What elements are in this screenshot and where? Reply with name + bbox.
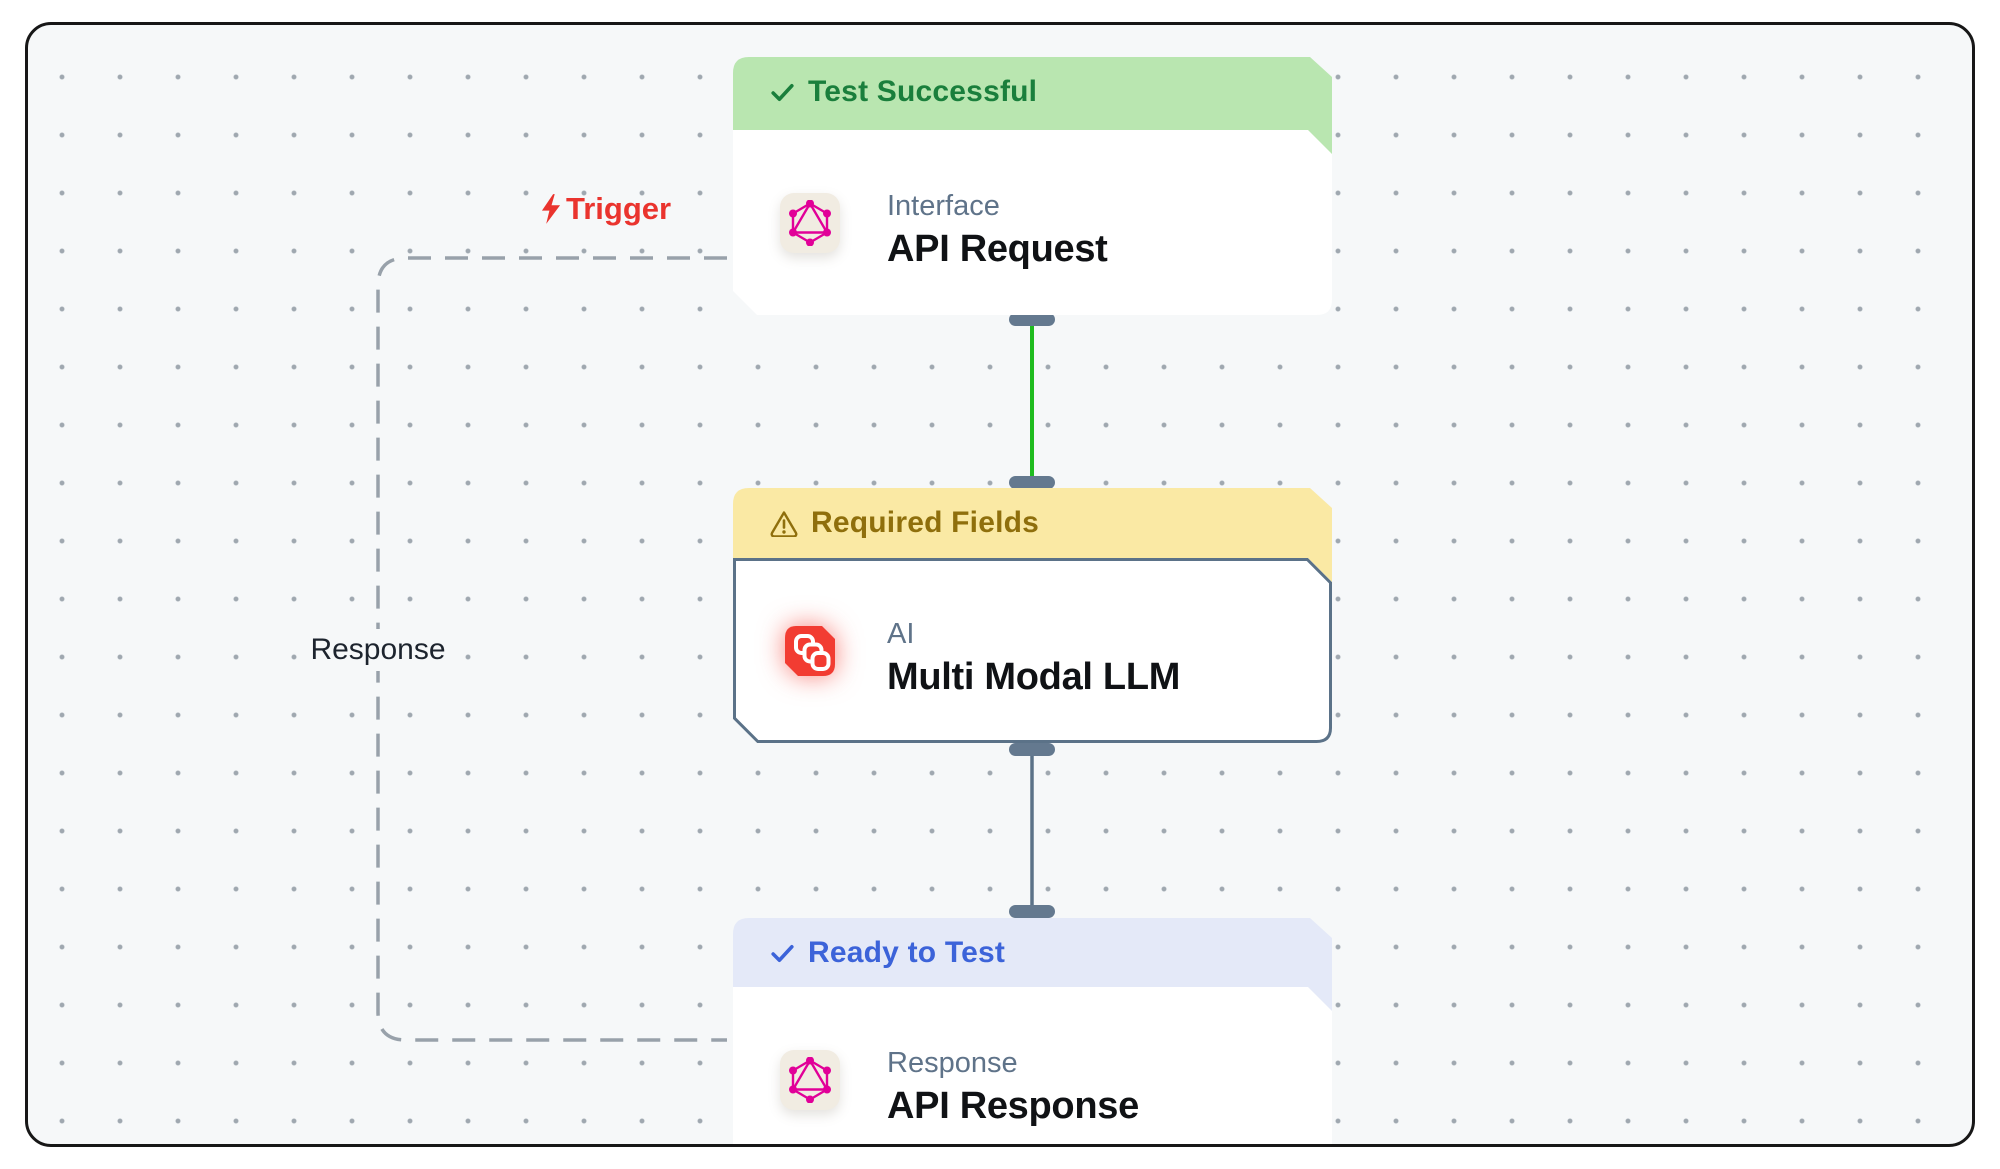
node-title: Multi Modal LLM [887,656,1181,699]
response-edge-label: Response [300,629,456,671]
node-api-request[interactable]: Test Successful [733,57,1332,315]
chain-link-icon [780,621,840,681]
status-banner-label: Ready to Test [808,936,1006,969]
trigger-edge-label: Trigger [537,191,671,227]
node-category: Response [887,1046,1018,1079]
node-card-multi-modal-llm[interactable]: AI Multi Modal LLM [733,558,1332,743]
node-category: AI [887,617,915,650]
flow-canvas[interactable]: Trigger Response Test Successful [25,22,1975,1147]
node-category: Interface [887,189,1000,222]
status-banner-label: Test Successful [808,75,1038,108]
response-feedback-edge [376,256,727,1042]
check-icon [769,79,796,106]
node-title: API Request [887,228,1108,271]
input-handle-api-response[interactable] [1009,905,1055,918]
graphql-icon [780,193,840,253]
warning-icon [769,509,799,537]
trigger-label-text: Trigger [566,191,672,226]
output-handle-multi-modal-llm[interactable] [1009,743,1055,756]
node-api-response[interactable]: Ready to Test [733,918,1332,1147]
node-card-api-response[interactable]: Response API Response [733,987,1332,1147]
node-card-api-request[interactable]: Interface API Request [733,130,1332,315]
output-handle-api-request[interactable] [1009,313,1055,326]
status-banner-label: Required Fields [811,506,1040,539]
lightning-bolt-icon [541,194,561,224]
graphql-icon [780,1050,840,1110]
check-icon [769,940,796,967]
node-title: API Response [887,1085,1139,1128]
input-handle-multi-modal-llm[interactable] [1009,476,1055,489]
node-multi-modal-llm[interactable]: Required Fields AI Multi [733,488,1332,743]
response-label-text: Response [310,633,446,666]
edge-layer [376,256,1034,1042]
